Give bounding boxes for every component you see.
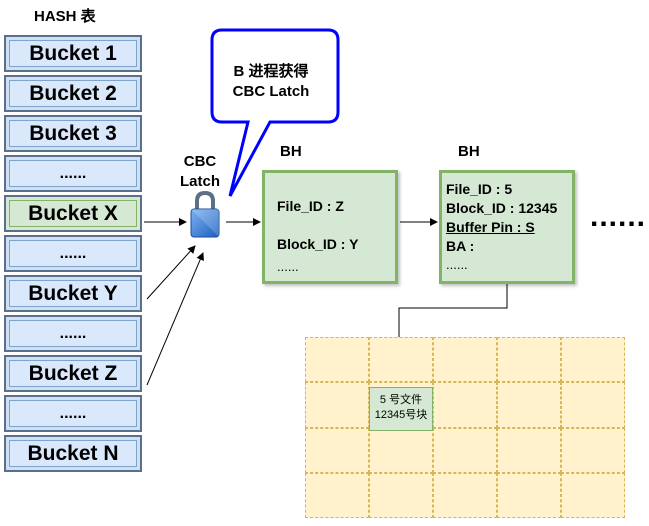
- bucket-label: Bucket 3: [29, 121, 117, 145]
- buffer-cache-grid: [305, 337, 625, 518]
- bh2-block-id: Block_ID : 12345: [446, 200, 558, 216]
- bh2-buffer-pin: Buffer Pin : S: [446, 219, 535, 235]
- bh1-file-id: File_ID : Z: [277, 198, 344, 214]
- bucket-n: Bucket N: [4, 435, 142, 472]
- grid-cell: [497, 382, 561, 428]
- bh2-ba: BA :: [446, 238, 475, 254]
- hash-table-title: HASH 表: [34, 8, 96, 25]
- bh1-more: ......: [277, 259, 299, 274]
- grid-cell: [369, 427, 433, 473]
- grid-cell: [305, 337, 369, 383]
- bucket-label: Bucket N: [27, 441, 119, 465]
- bucket-label: ......: [59, 404, 87, 422]
- block-line-2: 12345号块: [374, 409, 428, 421]
- bucket-x: Bucket X: [4, 195, 142, 232]
- arrow-bucket-y-to-latch: [146, 245, 196, 300]
- bucket-ellipsis-3: ......: [4, 315, 142, 352]
- bucket-y: Bucket Y: [4, 275, 142, 312]
- bh2-label: BH: [458, 143, 480, 160]
- grid-cell: [305, 382, 369, 428]
- grid-cell: [369, 337, 433, 383]
- grid-cell: [497, 472, 561, 518]
- bucket-label: ......: [59, 324, 87, 342]
- buffer-header-1: File_ID : Z Block_ID : Y ......: [262, 170, 398, 284]
- callout-text: B 进程获得 CBC Latch: [210, 62, 332, 102]
- bh1-label: BH: [280, 143, 302, 160]
- bucket-ellipsis-2: ......: [4, 235, 142, 272]
- bucket-label: Bucket 1: [29, 41, 117, 65]
- block-line-1: 5 号文件: [379, 394, 423, 406]
- grid-cell: [369, 472, 433, 518]
- cbc-latch-label-line-2: Latch: [179, 173, 220, 190]
- data-block-cell: 5 号文件 12345号块: [369, 387, 433, 431]
- bucket-label: Bucket Z: [28, 361, 118, 385]
- bh2-file-id: File_ID : 5: [446, 181, 513, 197]
- bucket-label: Bucket X: [28, 201, 118, 225]
- lock-icon: [190, 190, 220, 238]
- grid-cell: [497, 427, 561, 473]
- more-bh-ellipsis: ......: [590, 200, 647, 233]
- bucket-3: Bucket 3: [4, 115, 142, 152]
- callout-line-2: CBC Latch: [232, 83, 310, 100]
- bucket-ellipsis-1: ......: [4, 155, 142, 192]
- grid-cell: [561, 337, 625, 383]
- bucket-2: Bucket 2: [4, 75, 142, 112]
- grid-cell: [433, 382, 497, 428]
- grid-cell: [561, 427, 625, 473]
- bucket-z: Bucket Z: [4, 355, 142, 392]
- grid-cell: [497, 337, 561, 383]
- callout-line-1: B 进程获得: [233, 63, 309, 80]
- bucket-1: Bucket 1: [4, 35, 142, 72]
- cbc-latch-label: CBC Latch: [170, 152, 230, 192]
- bucket-label: ......: [59, 244, 87, 262]
- bucket-label: Bucket 2: [29, 81, 117, 105]
- callout-bubble: [210, 28, 340, 197]
- grid-cell: [433, 427, 497, 473]
- grid-cell: [561, 472, 625, 518]
- arrow-bucket-z-to-latch: [146, 252, 204, 386]
- grid-cell: [433, 337, 497, 383]
- buffer-header-2: File_ID : 5 Block_ID : 12345 Buffer Pin …: [439, 170, 575, 284]
- grid-cell: [305, 472, 369, 518]
- cbc-latch-label-line-1: CBC: [183, 153, 217, 170]
- bh1-block-id: Block_ID : Y: [277, 236, 359, 252]
- bucket-ellipsis-4: ......: [4, 395, 142, 432]
- grid-cell: [433, 472, 497, 518]
- bucket-label: ......: [59, 164, 87, 182]
- bh2-more: ......: [446, 257, 468, 272]
- grid-cell: [305, 427, 369, 473]
- grid-cell: [561, 382, 625, 428]
- bucket-label: Bucket Y: [28, 281, 118, 305]
